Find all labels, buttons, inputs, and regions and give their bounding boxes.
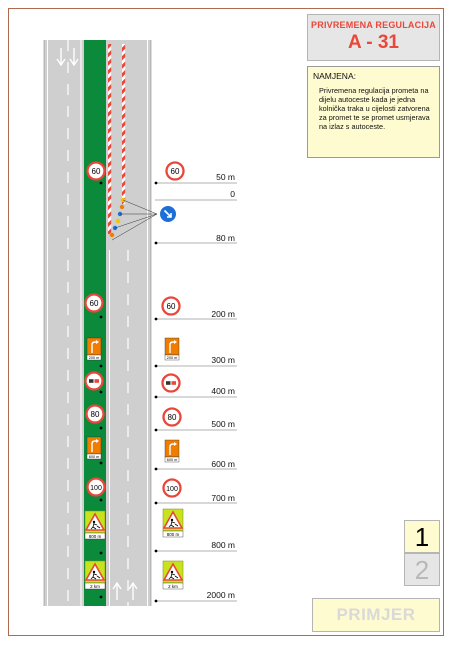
lane-closure-plate-icon: 200 m [164,337,180,361]
distance-label: 2000 m [206,590,235,600]
leader-lines [111,199,158,241]
lane-closure-plate-icon: 200 m [86,337,102,361]
svg-text:800 m: 800 m [89,534,102,539]
distance-label: 600 m [211,459,235,469]
svg-text:100: 100 [166,486,178,493]
position-dots [99,181,158,603]
no-overtaking-sign [84,371,104,391]
speed-limit-sign: 80 [162,407,182,427]
svg-text:200 m: 200 m [89,356,100,360]
purpose-text: Privremena regulacija prometa na dijelu … [319,86,430,131]
lane-closure-plate-icon: 600 m [86,436,102,460]
speed-limit-sign: 60 [86,161,106,181]
road-works-sign: 800 m [162,508,184,538]
svg-text:60: 60 [92,167,101,176]
title-block: PRIVREMENA REGULACIJA A - 31 [307,14,440,61]
lane-closure-plate-icon: 600 m [164,439,180,463]
svg-text:2 km: 2 km [90,584,100,589]
purpose-box: NAMJENA: Privremena regulacija prometa n… [307,66,440,158]
example-stamp: PRIMJER [312,598,440,632]
svg-text:2 km: 2 km [168,584,178,589]
svg-text:800 m: 800 m [167,532,180,537]
page-number-next[interactable]: 2 [404,553,440,586]
svg-text:80: 80 [91,410,100,419]
svg-text:60: 60 [167,302,176,311]
central-reserve [84,40,106,606]
distance-label: 300 m [211,355,235,365]
speed-limit-sign: 60 [165,161,185,181]
lane-arrow-icon [56,48,79,67]
svg-text:60: 60 [90,299,99,308]
speed-limit-sign: 60 [84,293,104,313]
distance-label: 200 m [211,309,235,319]
svg-text:200 m: 200 m [167,356,178,360]
left-carriageway [44,40,84,606]
closure-barrier-inner [108,44,112,234]
distance-scale [155,182,237,602]
closure-barrier-outer [122,44,126,204]
svg-text:600 m: 600 m [89,455,100,459]
distance-label: 80 m [216,233,235,243]
scheme-code: A - 31 [347,32,400,53]
keep-right-sign [159,205,177,223]
speed-limit-sign: 100 [86,477,106,497]
svg-text:600 m: 600 m [167,458,178,462]
road-works-sign: 2 km [162,560,184,590]
distance-label: 700 m [211,493,235,503]
svg-text:60: 60 [171,167,180,176]
distance-label: 800 m [211,540,235,550]
distance-label: 400 m [211,386,235,396]
traffic-cone-icon [109,197,126,238]
lane-arrow-icon [112,581,138,600]
speed-limit-sign: 60 [161,296,181,316]
regulation-title: PRIVREMENA REGULACIJA [311,20,436,30]
purpose-heading: NAMJENA: [313,71,356,81]
distance-label: 0 [230,189,235,199]
distance-label: 50 m [216,172,235,182]
svg-text:80: 80 [168,413,177,422]
page-number-current[interactable]: 1 [404,520,440,553]
speed-limit-sign: 80 [85,404,105,424]
drawing-frame [8,8,444,636]
distance-label: 500 m [211,419,235,429]
svg-text:100: 100 [90,485,102,492]
road-works-sign: 800 m [84,510,106,540]
road-works-sign: 2 km [84,560,106,590]
speed-limit-sign: 100 [162,478,182,498]
